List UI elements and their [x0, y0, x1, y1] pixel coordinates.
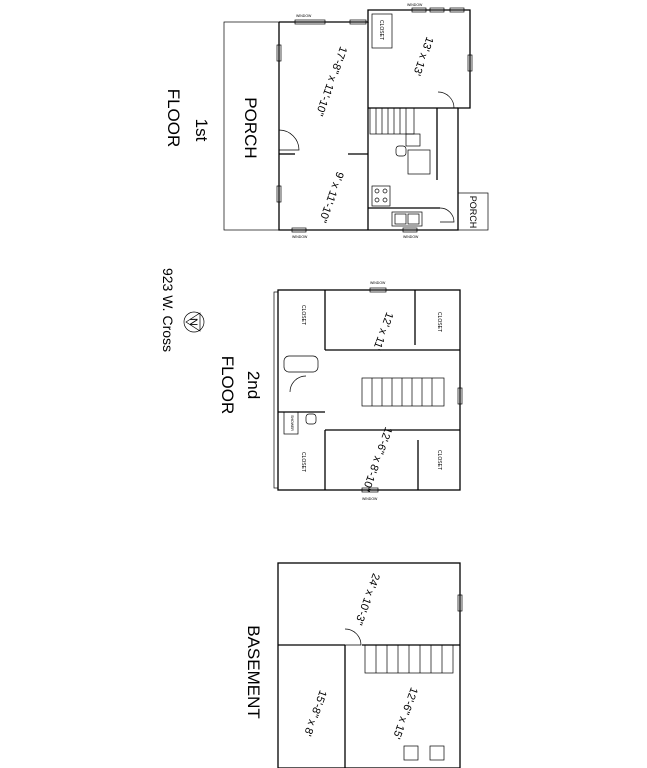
second-floor-plan: SHOWER CLOSET CLOSET CLOSET CLOSET WINDO…	[218, 281, 463, 501]
door-swing	[344, 628, 362, 646]
side-porch-outline	[457, 192, 489, 231]
basement-label: BASEMENT	[244, 625, 263, 719]
second-floor-room-front: 12' x 11'	[370, 310, 395, 351]
svg-text:WINDOW: WINDOW	[362, 497, 378, 501]
svg-text:WINDOW: WINDOW	[407, 3, 423, 7]
first-floor-label-line1: 1st	[192, 119, 211, 142]
basement-room-main: 24' x 10'-3"	[352, 572, 382, 627]
svg-text:WINDOW: WINDOW	[292, 235, 308, 239]
first-floor-label-line2: FLOOR	[164, 89, 183, 148]
water-heater	[429, 745, 445, 761]
vanity	[407, 149, 431, 175]
second-floor-stairs	[361, 377, 445, 407]
second-floor-closet-label: CLOSET	[436, 312, 442, 332]
toilet	[395, 145, 407, 157]
first-floor-closet	[371, 13, 393, 49]
porch-label: PORCH	[241, 97, 260, 158]
basement-room-left: 15'-8" x 8'	[301, 688, 329, 737]
second-floor-label-line2: FLOOR	[218, 356, 237, 415]
first-floor-closet-label: CLOSET	[378, 20, 384, 40]
toilet	[305, 413, 317, 425]
first-floor-room-living: 17'-8" x 11'-10"	[313, 45, 349, 118]
first-floor-room-bedroom: 13' x 13'	[410, 35, 435, 77]
svg-text:WINDOW: WINDOW	[370, 281, 386, 285]
first-floor-stairs	[369, 107, 415, 135]
svg-text:WINDOW: WINDOW	[403, 235, 419, 239]
second-floor-label-line1: 2nd	[244, 371, 263, 399]
bathtub	[283, 355, 319, 373]
svg-text:WINDOW: WINDOW	[296, 14, 312, 18]
shower-stall	[283, 411, 299, 435]
kitchen-sink	[391, 211, 423, 227]
address-label: 923 W. Cross	[160, 268, 176, 352]
shower-label: SHOWER	[290, 415, 294, 431]
side-porch-label: PORCH	[468, 196, 478, 229]
second-floor-closet-label: CLOSET	[300, 452, 306, 472]
door-swing	[289, 375, 307, 393]
door-swing	[437, 91, 455, 109]
first-floor-room-kitchen: 9' x 11'-10"	[316, 170, 345, 224]
window-markers	[276, 7, 473, 233]
second-floor-closet-label: CLOSET	[436, 450, 442, 470]
furnace	[403, 745, 419, 761]
basement-exterior-wall	[277, 562, 461, 768]
second-floor-closet-label: CLOSET	[300, 305, 306, 325]
basement-stairs	[364, 644, 454, 674]
bath-sink	[405, 133, 421, 147]
first-floor-exterior-wall	[278, 9, 471, 231]
second-floor-room-rear: 12'-6" x 8'-10"	[360, 425, 394, 493]
basement-room-right: 12'-6" x 15'	[390, 686, 420, 741]
north-label: N	[187, 318, 199, 326]
stove	[371, 185, 391, 207]
basement-plan: BASEMENT 24' x 10'-3" 15'-8" x 8' 12'-6"…	[244, 562, 463, 768]
first-floor-plan: WINDOW WINDOW WINDOW WINDOW 1st FLOOR PO…	[164, 3, 489, 239]
door-swing	[278, 129, 300, 151]
door-swing	[439, 207, 455, 223]
north-arrow: N	[183, 311, 205, 333]
